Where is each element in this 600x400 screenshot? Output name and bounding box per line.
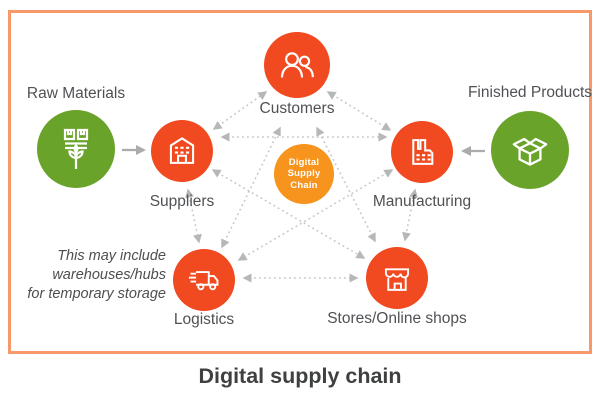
factory-icon [403, 133, 441, 171]
packages-wheat-icon [52, 125, 100, 173]
arrow-customers-manufacturing [326, 91, 392, 131]
raw-materials-node [37, 110, 115, 188]
digital-supply-chain-hub: Digital Supply Chain [274, 144, 334, 204]
note-line-1: This may include [57, 248, 166, 264]
diagram-caption: Digital supply chain [198, 364, 402, 388]
finished-products-node [491, 111, 569, 189]
stores-label: Stores/Online shops [327, 310, 467, 327]
warehouse-icon [163, 132, 201, 170]
logistics-label: Logistics [173, 311, 235, 328]
hub-line-2: Supply [287, 168, 321, 180]
truck-icon [185, 261, 223, 299]
logistics-node [173, 249, 235, 311]
finished-products-label: Finished Products [467, 84, 593, 101]
note-line-2: warehouses/hubs [52, 267, 166, 283]
suppliers-label: Suppliers [149, 193, 215, 210]
logistics-note: This may include warehouses/hubs for tem… [8, 247, 166, 304]
diagram-frame [8, 10, 592, 354]
arrow-customers-stores [316, 126, 376, 243]
hub-line-1: Digital [288, 156, 320, 168]
arrow-manufacturing-stores [402, 188, 418, 242]
note-line-3: for temporary storage [27, 286, 166, 302]
open-box-icon [505, 125, 555, 175]
customers-label: Customers [259, 100, 335, 117]
arrow-suppliers-logistics [185, 188, 202, 244]
arrow-suppliers-customers [212, 91, 268, 130]
customers-node [264, 32, 330, 98]
raw-materials-label: Raw Materials [26, 85, 126, 102]
connection-arrows [122, 91, 485, 283]
manufacturing-label: Manufacturing [372, 193, 472, 210]
storefront-icon [378, 259, 416, 297]
stores-node [366, 247, 428, 309]
hub-line-3: Chain [290, 179, 318, 191]
arrow-customers-logistics [221, 126, 281, 249]
people-icon [277, 45, 317, 85]
manufacturing-node [391, 121, 453, 183]
suppliers-node [151, 120, 213, 182]
